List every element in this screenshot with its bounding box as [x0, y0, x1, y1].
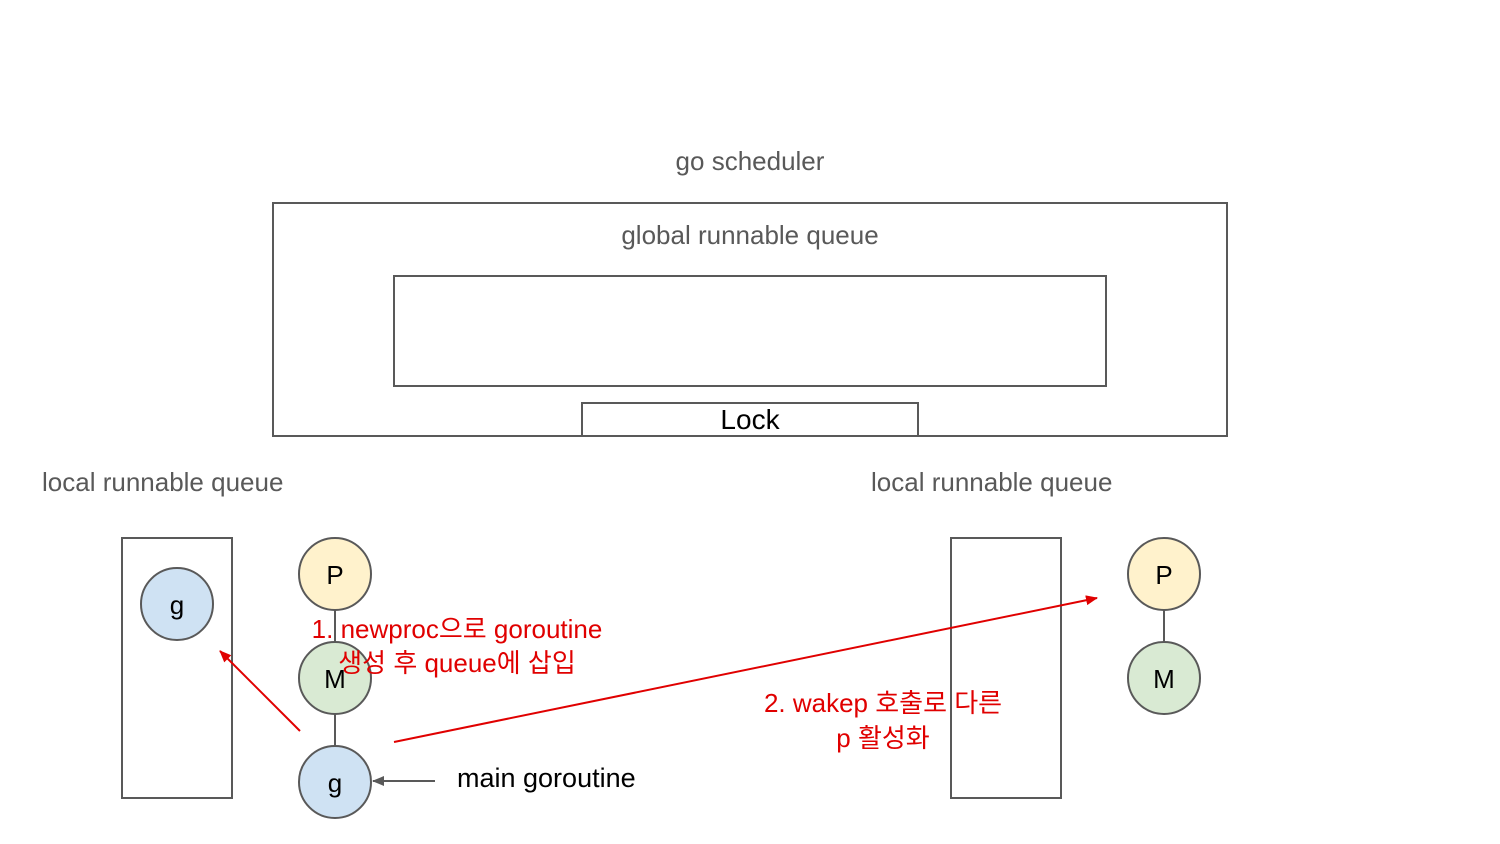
- main-goroutine-label: main goroutine: [457, 763, 636, 793]
- step1-annotation-line1: 1. newproc으로 goroutine: [312, 614, 603, 644]
- newproc-arrow: [219, 650, 301, 732]
- left-queued-goroutine-label: g: [170, 590, 184, 620]
- left-local-queue-label: local runnable queue: [42, 467, 283, 497]
- step1-annotation-line2: 생성 후 queue에 삽입: [338, 648, 576, 678]
- left-m-node: [298, 641, 372, 715]
- step2-annotation-line2: p 활성화: [836, 723, 930, 753]
- right-local-queue-label: local runnable queue: [871, 467, 1112, 497]
- lock-label: Lock: [720, 404, 780, 435]
- step2-annotation-line1: 2. wakep 호출로 다른: [764, 688, 1002, 718]
- left-p-node: [298, 537, 372, 611]
- right-local-queue-box: [950, 537, 1062, 799]
- left-p-label: P: [326, 560, 343, 590]
- left-m-label: M: [324, 664, 346, 694]
- main-goroutine-node-label: g: [328, 768, 342, 798]
- global-queue-inner-box: [393, 275, 1107, 387]
- right-p-node: [1127, 537, 1201, 611]
- diagram-title: go scheduler: [676, 146, 825, 176]
- main-goroutine-node: [298, 745, 372, 819]
- lock-box: [581, 402, 919, 437]
- left-queued-goroutine-node: [140, 567, 214, 641]
- wakep-arrow: [393, 595, 1098, 743]
- right-m-label: M: [1153, 664, 1175, 694]
- right-p-label: P: [1155, 560, 1172, 590]
- right-m-node: [1127, 641, 1201, 715]
- global-queue-label: global runnable queue: [621, 220, 878, 250]
